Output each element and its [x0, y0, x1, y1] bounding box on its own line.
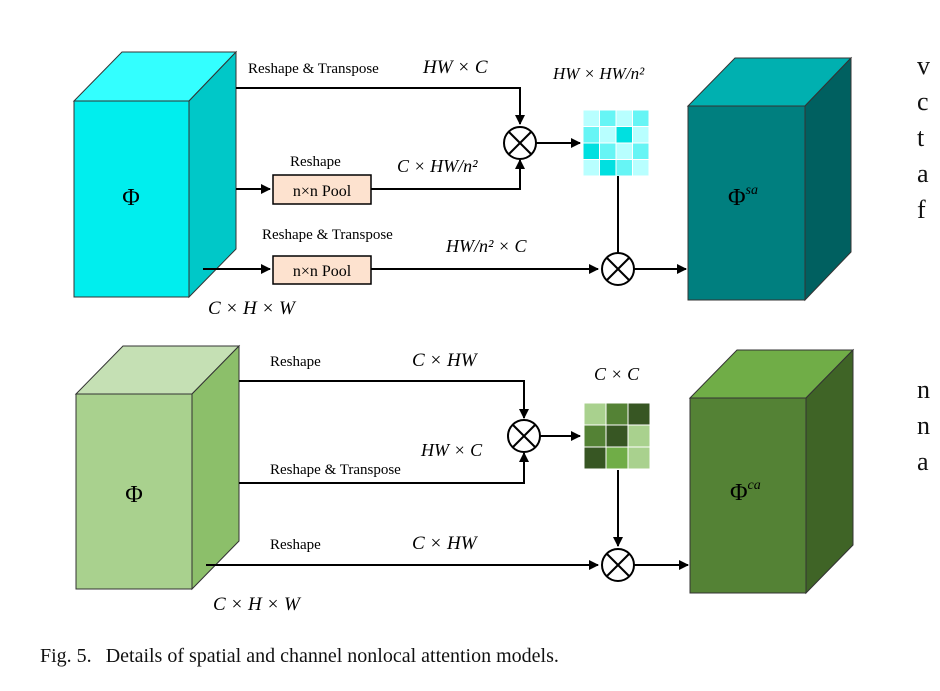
spatial-pool-box-2: n×n Pool: [272, 255, 372, 285]
channel-mid-dim: HW × C: [420, 440, 483, 460]
channel-output-cube: Φca: [688, 348, 855, 595]
figure-number: Fig. 5.: [40, 645, 92, 667]
attention-cell: [582, 109, 600, 127]
attention-cell: [605, 402, 629, 426]
channel-bottom-dim: C × HW: [412, 533, 479, 554]
channel-multiply-2: [601, 548, 635, 582]
edge-text-fragment: t: [917, 123, 925, 152]
edge-text-fragment: n: [917, 375, 930, 404]
attention-cell: [582, 159, 600, 177]
edge-text-fragment: [917, 336, 930, 372]
spatial-pool-2-label: n×n Pool: [293, 263, 352, 280]
channel-output-label: Φca: [730, 478, 761, 506]
caption-text: Details of spatial and channel nonlocal …: [105, 645, 559, 667]
spatial-attention-dim: HW × HW/n²: [552, 64, 645, 83]
attention-cell: [583, 424, 607, 448]
attention-cell: [632, 159, 650, 177]
spatial-mid-path-label: Reshape: [290, 154, 341, 170]
spatial-mid-out-arrow: [371, 159, 525, 190]
spatial-input-label: Φ: [122, 185, 140, 211]
channel-mid-path-label: Reshape & Transpose: [270, 462, 401, 478]
channel-top-dim: C × HW: [412, 350, 479, 371]
attention-cell: [599, 142, 617, 160]
spatial-multiply-2: [601, 252, 635, 286]
attention-cell: [599, 126, 617, 144]
edge-text-fragment: a: [917, 159, 929, 188]
channel-attention-dim: C × C: [594, 364, 640, 384]
attention-cell: [632, 142, 650, 160]
edge-text-fragment: [917, 264, 930, 300]
attention-cell: [632, 126, 650, 144]
attention-cell: [615, 126, 633, 144]
channel-top-path-label: Reshape: [270, 354, 321, 370]
attention-cell: [582, 126, 600, 144]
attention-cell: [599, 159, 617, 177]
attention-cell: [599, 109, 617, 127]
spatial-multiply-1: [503, 126, 537, 160]
channel-top-arrow: [239, 380, 529, 419]
spatial-output-label: Φsa: [728, 183, 758, 211]
channel-attention-map: [583, 402, 651, 470]
spatial-top-dim: HW × C: [422, 57, 488, 78]
edge-text-fragment: c: [917, 87, 929, 116]
attention-cell: [615, 142, 633, 160]
spatial-mid-dim: C × HW/n²: [397, 156, 478, 176]
figure-caption: Fig. 5. Details of spatial and channel no…: [40, 645, 559, 668]
edge-text-fragment: n: [917, 411, 930, 440]
attention-cell: [583, 402, 607, 426]
spatial-pool-box-1: n×n Pool: [272, 174, 372, 205]
spatial-bottom-dim: HW/n² × C: [445, 236, 528, 256]
spatial-output-superscript: sa: [746, 183, 758, 198]
edge-text-fragment: [917, 300, 930, 336]
spatial-attention-module: Φ Reshape & Transpose HW × C Reshape n×n…: [72, 50, 853, 319]
attention-cell: [632, 109, 650, 127]
attention-cell: [627, 402, 651, 426]
spatial-attention-map: [582, 109, 650, 177]
channel-input-label: Φ: [125, 482, 143, 508]
spatial-top-arrow: [236, 87, 525, 125]
spatial-bottom-path-label: Reshape & Transpose: [262, 227, 393, 243]
edge-text-fragment: v: [917, 51, 930, 80]
channel-output-superscript: ca: [748, 478, 761, 493]
attention-cell: [583, 446, 607, 470]
spatial-output-cube: Φsa: [686, 56, 853, 302]
attention-cell: [615, 109, 633, 127]
edge-text-fragment: [917, 228, 930, 264]
attention-cell: [615, 159, 633, 177]
channel-input-cube: Φ: [74, 344, 241, 591]
spatial-pool-1-label: n×n Pool: [293, 183, 352, 200]
channel-mid-arrow: [239, 452, 529, 484]
edge-text-fragment: a: [917, 447, 929, 476]
attention-cell: [582, 142, 600, 160]
channel-input-dim: C × H × W: [213, 594, 302, 615]
spatial-top-path-label: Reshape & Transpose: [248, 61, 379, 77]
spatial-input-cube: Φ: [72, 50, 238, 299]
attention-cell: [605, 446, 629, 470]
channel-multiply-1: [507, 419, 541, 453]
spatial-input-dim: C × H × W: [208, 298, 297, 319]
attention-cell: [605, 424, 629, 448]
attention-cell: [627, 446, 651, 470]
attention-cell: [627, 424, 651, 448]
channel-attention-module: Φ Reshape C × HW HW × C Reshape & Transp…: [74, 344, 855, 615]
channel-bottom-path-label: Reshape: [270, 537, 321, 553]
edge-text-fragment: f: [917, 195, 926, 224]
